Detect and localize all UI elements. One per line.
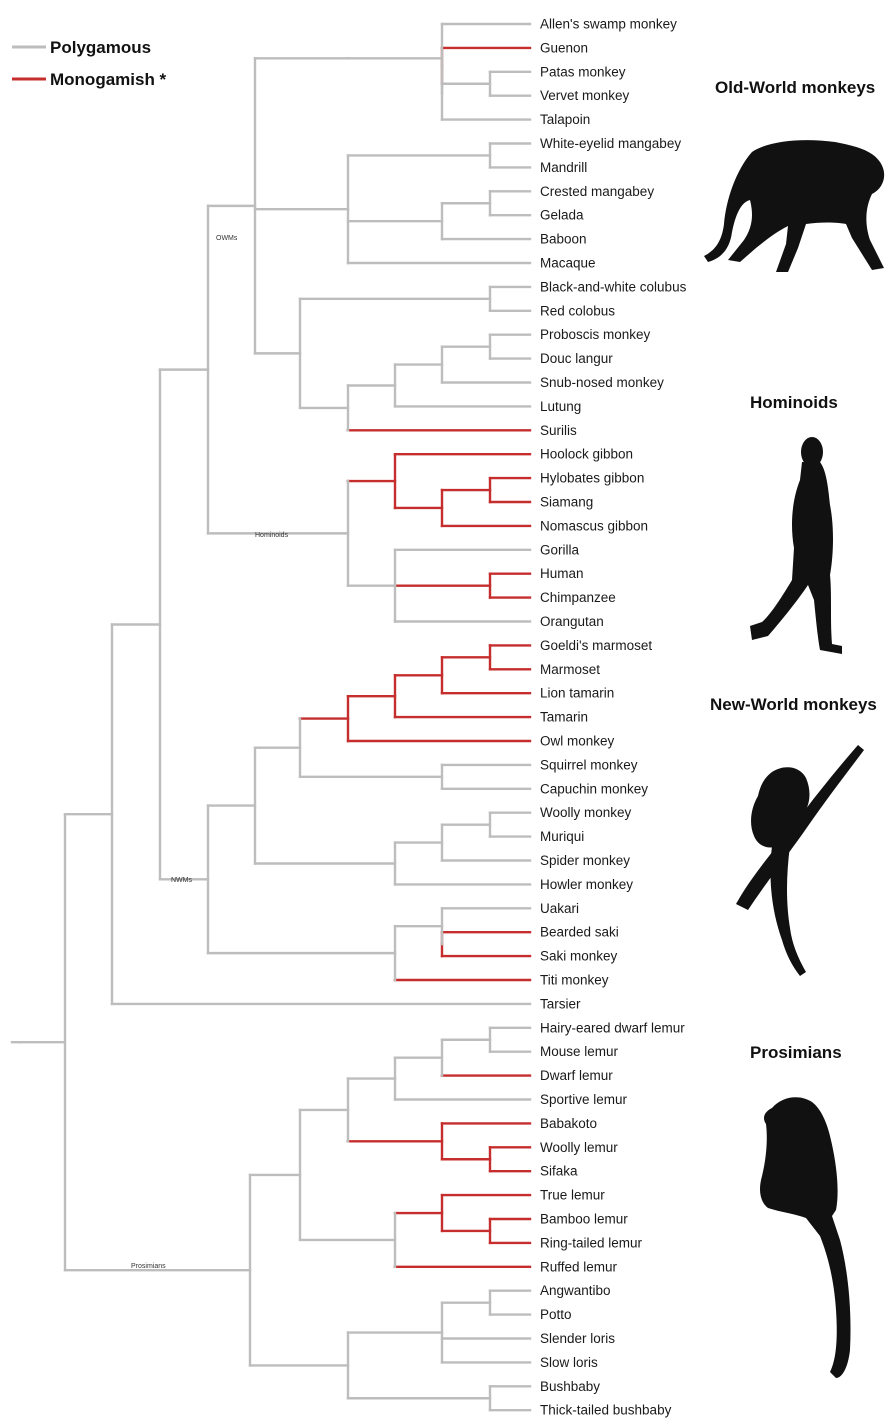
taxon-label: Patas monkey: [540, 64, 626, 79]
taxon-label: Titi monkey: [540, 973, 609, 988]
taxon-label: Hoolock gibbon: [540, 447, 633, 462]
clade-label-prosimians: Prosimians: [131, 1263, 166, 1270]
taxon-label: White-eyelid mangabey: [540, 136, 681, 151]
taxon-label: Capuchin monkey: [540, 781, 648, 796]
group-title-new-world: New-World monkeys: [710, 695, 877, 714]
clade-label-owms: OWMs: [216, 235, 238, 242]
taxon-label: Orangutan: [540, 614, 604, 629]
taxon-label: Chimpanzee: [540, 590, 616, 605]
taxon-label: Muriqui: [540, 829, 584, 844]
taxon-label: Marmoset: [540, 662, 600, 677]
taxon-label: Dwarf lemur: [540, 1068, 613, 1083]
taxon-label: Sifaka: [540, 1164, 578, 1179]
taxon-label: Woolly monkey: [540, 805, 632, 820]
taxon-label: Bamboo lemur: [540, 1212, 628, 1227]
taxon-label: Proboscis monkey: [540, 327, 651, 342]
taxon-label: Goeldi's marmoset: [540, 638, 652, 653]
baboon-silhouette: [704, 140, 885, 272]
taxon-label: Thick-tailed bushbaby: [540, 1403, 672, 1418]
taxon-label: Owl monkey: [540, 734, 615, 749]
taxon-label: Vervet monkey: [540, 88, 630, 103]
tree-branches: [10, 22, 532, 1412]
taxon-label: Mouse lemur: [540, 1044, 619, 1059]
taxon-label: Hylobates gibbon: [540, 471, 644, 486]
taxon-label: Slender loris: [540, 1331, 615, 1346]
clade-label-nwms: NWMs: [171, 877, 192, 884]
taxon-label: Squirrel monkey: [540, 757, 638, 772]
taxon-label: Douc langur: [540, 351, 613, 366]
taxon-label: Lutung: [540, 399, 581, 414]
taxon-label: Human: [540, 566, 584, 581]
taxon-label: Black-and-white colubus: [540, 279, 687, 294]
group-title-prosimians: Prosimians: [750, 1043, 842, 1062]
taxon-label: Bushbaby: [540, 1379, 600, 1394]
legend-monogamish-label: Monogamish *: [50, 70, 167, 89]
taxon-label: Siamang: [540, 495, 593, 510]
taxon-label: Nomascus gibbon: [540, 518, 648, 533]
taxon-label: Baboon: [540, 232, 587, 247]
taxon-label: Woolly lemur: [540, 1140, 618, 1155]
marmoset-silhouette: [736, 745, 864, 976]
taxon-label: Slow loris: [540, 1355, 598, 1370]
taxon-label: Uakari: [540, 901, 579, 916]
lemur-silhouette: [760, 1097, 851, 1378]
taxon-label: Macaque: [540, 256, 596, 271]
taxon-label: Howler monkey: [540, 877, 633, 892]
taxon-label: Saki monkey: [540, 949, 618, 964]
taxon-label: Potto: [540, 1307, 572, 1322]
taxon-label: Hairy-eared dwarf lemur: [540, 1020, 685, 1035]
taxon-label: Mandrill: [540, 160, 587, 175]
taxon-label: Babakoto: [540, 1116, 597, 1131]
taxon-label: Angwantibo: [540, 1283, 611, 1298]
taxon-label: Guenon: [540, 40, 588, 55]
group-title-old-world: Old-World monkeys: [715, 78, 875, 97]
taxon-label: Bearded saki: [540, 925, 619, 940]
taxon-label: Allen's swamp monkey: [540, 17, 677, 32]
taxon-label: Snub-nosed monkey: [540, 375, 664, 390]
taxon-label: Ruffed lemur: [540, 1259, 618, 1274]
taxon-label: Gelada: [540, 208, 584, 223]
taxon-label: Tamarin: [540, 710, 588, 725]
legend: Polygamous Monogamish *: [12, 38, 167, 89]
taxon-label: Sportive lemur: [540, 1092, 628, 1107]
group-title-hominoids: Hominoids: [750, 393, 838, 412]
taxon-label: Surilis: [540, 423, 577, 438]
taxon-label: Ring-tailed lemur: [540, 1235, 643, 1250]
taxon-label: Tarsier: [540, 996, 581, 1011]
human-silhouette: [750, 437, 842, 654]
taxon-label: Spider monkey: [540, 853, 630, 868]
clade-label-hominoids: Hominoids: [255, 532, 289, 539]
taxon-label: True lemur: [540, 1188, 605, 1203]
taxon-label: Gorilla: [540, 542, 580, 557]
taxon-label: Crested mangabey: [540, 184, 654, 199]
taxon-label: Lion tamarin: [540, 686, 614, 701]
legend-polygamous-label: Polygamous: [50, 38, 151, 57]
taxon-label: Talapoin: [540, 112, 590, 127]
taxon-label: Red colobus: [540, 303, 615, 318]
